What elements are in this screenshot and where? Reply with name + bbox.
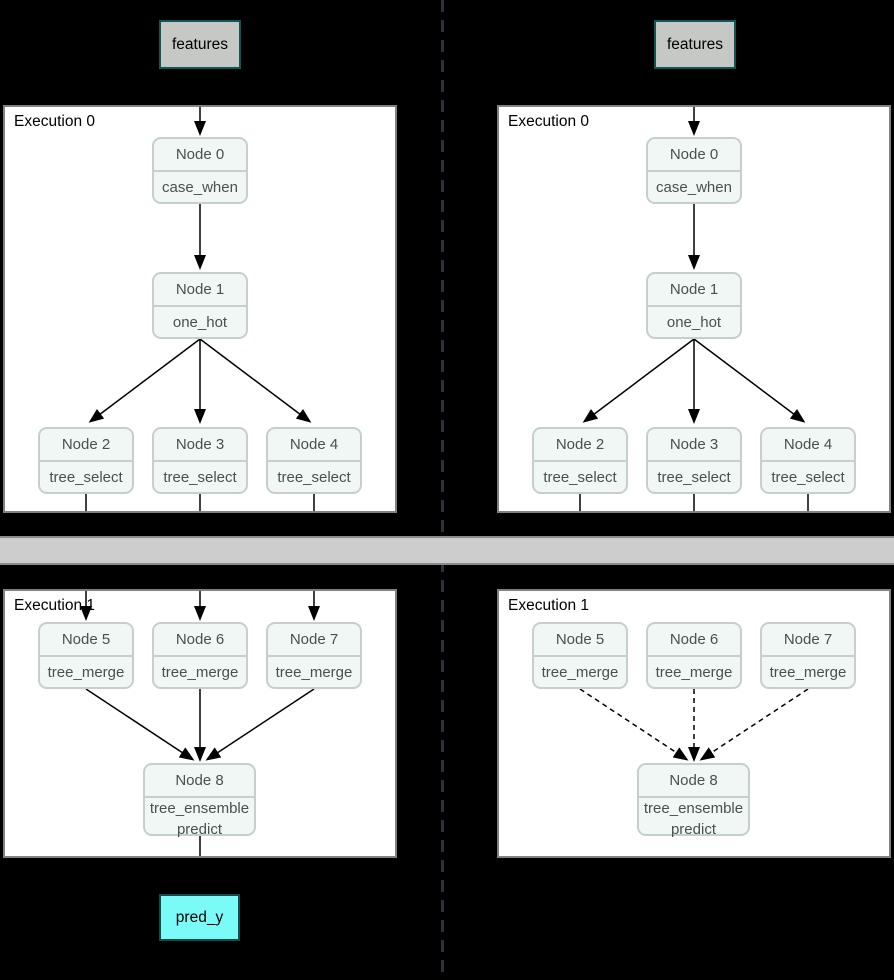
node-op: tree_select <box>49 468 123 486</box>
node-6-left: Node 6 tree_merge <box>152 622 248 689</box>
node-op: tree_select <box>543 468 617 486</box>
node-1-left: Node 1 one_hot <box>152 272 248 339</box>
column-divider-dashed-line <box>441 0 444 980</box>
node-8-left: Node 8 tree_ensemble predict <box>143 763 256 838</box>
execution-separator-bar <box>0 536 894 565</box>
node-op: tree_select <box>771 468 845 486</box>
edges-execution0-left <box>85 107 315 511</box>
node-2-left: Node 2 tree_select <box>38 427 134 494</box>
features-box-right: features <box>654 20 736 69</box>
panel-label: Execution 1 <box>508 597 589 614</box>
node-4-right: Node 4 tree_select <box>760 427 856 494</box>
node-3-left: Node 3 tree_select <box>152 427 248 494</box>
node-op: case_when <box>162 178 238 196</box>
node-op: tree_select <box>657 468 731 486</box>
node-7-right: Node 7 tree_merge <box>760 622 856 689</box>
edges-execution1-right <box>579 688 809 762</box>
node-title: Node 4 <box>268 429 360 462</box>
node-op: tree_merge <box>275 663 353 681</box>
features-label: features <box>171 35 228 53</box>
node-title: Node 0 <box>154 139 246 172</box>
node-title: Node 6 <box>648 624 740 657</box>
node-op: case_when <box>656 178 732 196</box>
node-title: Node 2 <box>40 429 132 462</box>
node-title: Node 4 <box>762 429 854 462</box>
node-5-left: Node 5 tree_merge <box>38 622 134 689</box>
node-op: one_hot <box>172 313 228 331</box>
node-op: tree_merge <box>541 663 619 681</box>
node-op: tree_merge <box>769 663 847 681</box>
node-3-right: Node 3 tree_select <box>646 427 742 494</box>
panel-label: Execution 0 <box>14 113 95 130</box>
node-5-right: Node 5 tree_merge <box>532 622 628 689</box>
node-title: Node 5 <box>534 624 626 657</box>
pred-y-label: pred_y <box>175 908 224 926</box>
panel-execution0-left: Execution 0 Node 0 case_when Node 1 one_… <box>3 105 397 513</box>
node-title: Node 8 <box>639 765 748 798</box>
pred-y-box-left: pred_y <box>159 894 240 941</box>
node-title: Node 8 <box>145 765 254 798</box>
node-op: tree_merge <box>47 663 125 681</box>
node-title: Node 6 <box>154 624 246 657</box>
node-op: tree_merge <box>655 663 733 681</box>
node-op: one_hot <box>666 313 722 331</box>
panel-label: Execution 0 <box>508 113 589 130</box>
features-box-left: features <box>159 20 241 69</box>
edges-execution0-right <box>579 107 809 511</box>
panel-label: Execution 1 <box>14 597 95 614</box>
features-label: features <box>666 35 723 53</box>
panel-execution1-left: Execution 1 Node 5 tree_merge Node 6 tre… <box>3 589 397 858</box>
node-op: tree_select <box>277 468 351 486</box>
node-op: tree_select <box>163 468 237 486</box>
panel-execution0-right: Execution 0 Node 0 case_when Node 1 one_… <box>497 105 891 513</box>
node-2-right: Node 2 tree_select <box>532 427 628 494</box>
node-title: Node 1 <box>648 274 740 307</box>
edges-execution1-left <box>80 591 320 856</box>
node-title: Node 1 <box>154 274 246 307</box>
node-title: Node 3 <box>154 429 246 462</box>
node-title: Node 3 <box>648 429 740 462</box>
node-op: tree_ensemble predict <box>149 800 250 838</box>
node-title: Node 0 <box>648 139 740 172</box>
node-1-right: Node 1 one_hot <box>646 272 742 339</box>
node-6-right: Node 6 tree_merge <box>646 622 742 689</box>
panel-execution1-right: Execution 1 Node 5 tree_merge Node 6 tre… <box>497 589 891 858</box>
node-title: Node 5 <box>40 624 132 657</box>
node-title: Node 7 <box>268 624 360 657</box>
node-title: Node 2 <box>534 429 626 462</box>
node-0-right: Node 0 case_when <box>646 137 742 204</box>
node-title: Node 7 <box>762 624 854 657</box>
node-op: tree_ensemble predict <box>643 800 744 838</box>
node-op: tree_merge <box>161 663 239 681</box>
node-8-right: Node 8 tree_ensemble predict <box>637 763 750 838</box>
node-0-left: Node 0 case_when <box>152 137 248 204</box>
node-7-left: Node 7 tree_merge <box>266 622 362 689</box>
node-4-left: Node 4 tree_select <box>266 427 362 494</box>
